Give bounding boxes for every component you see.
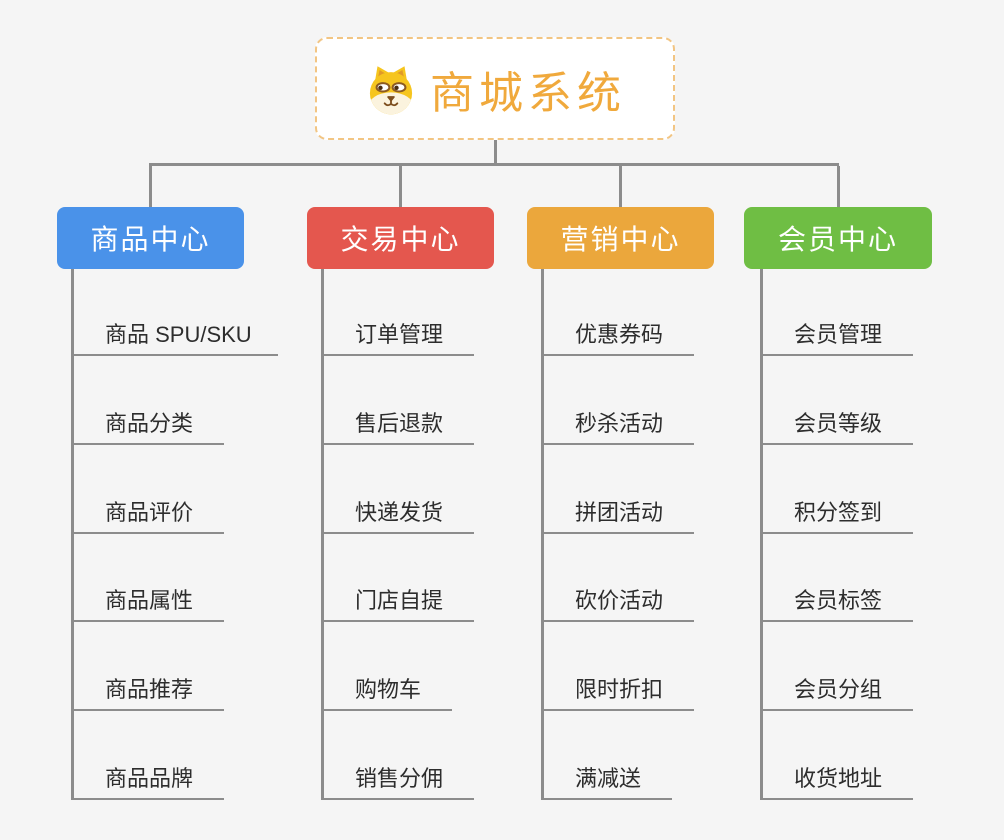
leaf-node-label: 商品属性 xyxy=(105,588,194,613)
dog-face-icon xyxy=(369,65,413,114)
root-topic-label: 商城系统 xyxy=(430,68,626,118)
leaf-node[interactable]: 商品属性 xyxy=(72,582,224,622)
branch-header[interactable]: 会员中心 xyxy=(744,207,932,269)
leaf-node-label: 购物车 xyxy=(355,677,422,702)
connector-branch-spine xyxy=(540,269,544,800)
leaf-node-label: 拼团活动 xyxy=(575,500,664,525)
leaf-node[interactable]: 商品分类 xyxy=(72,405,224,445)
connector-branch-drop xyxy=(399,166,402,207)
leaf-node-label: 商品分类 xyxy=(105,411,194,436)
leaf-node-label: 满减送 xyxy=(575,766,642,791)
leaf-node-label: 优惠券码 xyxy=(575,322,664,347)
leaf-node-label: 收货地址 xyxy=(794,766,883,791)
branch-header[interactable]: 交易中心 xyxy=(307,207,494,269)
leaf-node-label: 会员等级 xyxy=(794,411,883,436)
leaf-node-label: 积分签到 xyxy=(794,500,883,525)
leaf-node[interactable]: 商品品牌 xyxy=(72,760,224,800)
leaf-node[interactable]: 商品 SPU/SKU xyxy=(72,316,278,356)
connector-branch-drop xyxy=(149,166,152,207)
leaf-node-label: 限时折扣 xyxy=(575,677,664,702)
leaf-node[interactable]: 收货地址 xyxy=(761,760,913,800)
leaf-node[interactable]: 优惠券码 xyxy=(542,316,694,356)
leaf-node[interactable]: 商品推荐 xyxy=(72,671,224,711)
leaf-node-label: 商品评价 xyxy=(105,500,194,525)
leaf-node[interactable]: 秒杀活动 xyxy=(542,405,694,445)
connector-branch-spine xyxy=(320,269,324,800)
leaf-node[interactable]: 积分签到 xyxy=(761,494,913,534)
leaf-node-label: 商品品牌 xyxy=(105,766,194,791)
leaf-node[interactable]: 购物车 xyxy=(322,671,452,711)
leaf-node[interactable]: 会员标签 xyxy=(761,582,913,622)
leaf-node-label: 商品 SPU/SKU xyxy=(105,322,252,347)
leaf-node-label: 门店自提 xyxy=(355,588,444,613)
connector-branch-spine xyxy=(70,269,74,800)
connector-branch-drop xyxy=(836,166,840,207)
leaf-node[interactable]: 满减送 xyxy=(542,760,672,800)
leaf-node-label: 销售分佣 xyxy=(355,766,444,791)
branch-header[interactable]: 营销中心 xyxy=(527,207,714,269)
leaf-node-label: 快递发货 xyxy=(355,500,444,525)
leaf-node[interactable]: 销售分佣 xyxy=(322,760,474,800)
leaf-node[interactable]: 会员管理 xyxy=(761,316,913,356)
root-topic[interactable]: 商城系统 xyxy=(315,37,675,140)
leaf-node-label: 砍价活动 xyxy=(575,588,664,613)
leaf-node-label: 售后退款 xyxy=(355,411,444,436)
leaf-node-label: 秒杀活动 xyxy=(575,411,664,436)
leaf-node-label: 商品推荐 xyxy=(105,677,194,702)
branch-header[interactable]: 商品中心 xyxy=(57,207,244,269)
leaf-node[interactable]: 售后退款 xyxy=(322,405,474,445)
leaf-node-label: 会员标签 xyxy=(794,588,883,613)
leaf-node[interactable]: 门店自提 xyxy=(322,582,474,622)
connector-root-stem xyxy=(493,140,497,163)
leaf-node[interactable]: 会员分组 xyxy=(761,671,913,711)
leaf-node[interactable]: 会员等级 xyxy=(761,405,913,445)
connector-branch-spine xyxy=(759,269,763,800)
leaf-node[interactable]: 快递发货 xyxy=(322,494,474,534)
connector-bus-line xyxy=(149,163,839,166)
leaf-node[interactable]: 商品评价 xyxy=(72,494,224,534)
leaf-node[interactable]: 限时折扣 xyxy=(542,671,694,711)
leaf-node[interactable]: 拼团活动 xyxy=(542,494,694,534)
leaf-node[interactable]: 订单管理 xyxy=(322,316,474,356)
connector-branch-drop xyxy=(619,166,622,207)
leaf-node-label: 会员分组 xyxy=(794,677,883,702)
leaf-node-label: 订单管理 xyxy=(355,322,444,347)
leaf-node[interactable]: 砍价活动 xyxy=(542,582,694,622)
leaf-node-label: 会员管理 xyxy=(794,322,883,347)
